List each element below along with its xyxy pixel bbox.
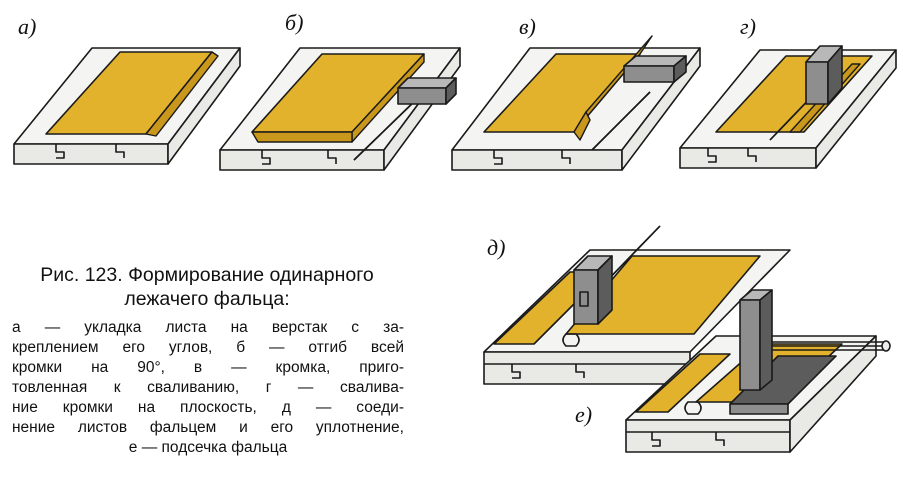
caption-line: нение листов фальцем и его уплотнение, bbox=[12, 419, 404, 436]
panel-a-drawing bbox=[13, 47, 241, 165]
figure-caption-title: Рис. 123. Формирование одинарного лежаче… bbox=[8, 263, 406, 311]
mallet bbox=[739, 299, 761, 391]
workbench-front bbox=[483, 351, 691, 385]
panel-g-drawing bbox=[679, 45, 897, 169]
panel-label-v: в) bbox=[519, 14, 536, 39]
workbench-front bbox=[625, 419, 791, 453]
caption-line: кромки на 90°, в — кромка, приго- bbox=[12, 359, 404, 376]
mallet-side bbox=[673, 55, 687, 83]
workbench-side bbox=[815, 49, 897, 169]
workbench-front bbox=[219, 149, 385, 171]
caption-line: ние кромки на плоскость, д — соеди- bbox=[12, 399, 404, 416]
mallet bbox=[805, 61, 829, 105]
upright-edge-front bbox=[573, 111, 591, 141]
mallet bbox=[397, 87, 447, 105]
caption-line: товленная к сваливанию, г — свалива- bbox=[12, 379, 404, 396]
mallet bbox=[573, 269, 599, 325]
bent-edge-front bbox=[251, 131, 353, 143]
panel-b-drawing bbox=[219, 47, 461, 171]
sheet-metal-left bbox=[635, 353, 731, 413]
panel-d-drawing bbox=[483, 225, 791, 385]
mallet bbox=[623, 65, 675, 83]
panel-label-g: г) bbox=[740, 14, 756, 39]
panel-v-drawing bbox=[451, 35, 701, 171]
panel-label-a: а) bbox=[18, 14, 37, 39]
workbench-front bbox=[451, 149, 623, 171]
figure-caption-body: а — укладка листа на верстак с за- крепл… bbox=[12, 318, 404, 458]
seam-tool-front bbox=[729, 403, 789, 415]
workbench-side bbox=[789, 335, 877, 453]
panel-label-b: б) bbox=[285, 10, 304, 35]
caption-title-line: лежачего фальца: bbox=[124, 288, 290, 310]
mallet-side bbox=[445, 77, 457, 105]
caption-line: е — подсечка фальца bbox=[128, 439, 288, 456]
panel-label-d: д) bbox=[487, 235, 506, 260]
workbench-front bbox=[13, 143, 169, 165]
sheet-edge bbox=[145, 51, 219, 137]
caption-line: а — укладка листа на верстак с за- bbox=[12, 319, 404, 336]
caption-line: креплением его углов, б — отгиб всей bbox=[12, 339, 404, 356]
panel-e-drawing bbox=[625, 289, 891, 453]
mallet-side bbox=[597, 255, 613, 325]
workbench-side bbox=[167, 47, 241, 165]
panel-label-e: е) bbox=[575, 402, 593, 427]
caption-title-line: Рис. 123. Формирование одинарного bbox=[40, 264, 374, 286]
mallet-side bbox=[827, 45, 843, 105]
mallet-side bbox=[759, 289, 773, 391]
